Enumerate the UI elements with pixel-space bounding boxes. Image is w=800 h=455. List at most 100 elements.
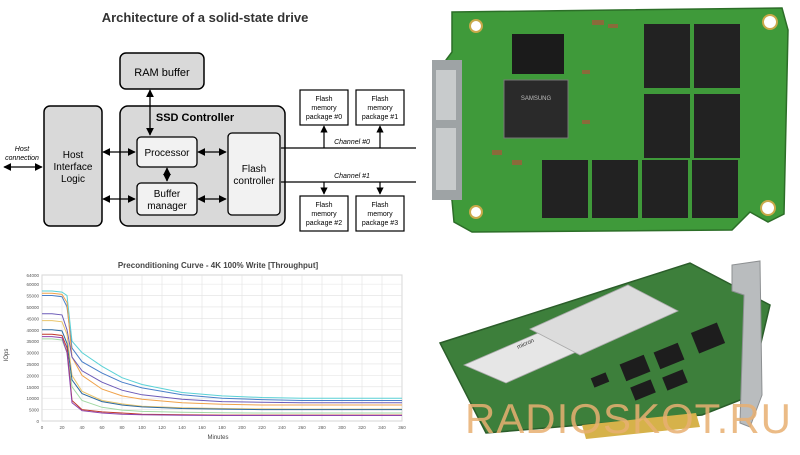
flash-controller-label-2: controller [233, 176, 275, 187]
flash-package-1-line2: memory [367, 105, 393, 112]
flash-package-3-line2: memory [367, 211, 393, 218]
flash-package-2-line2: memory [311, 211, 337, 218]
chart-y-tick-label: 20000 [26, 373, 39, 378]
card-chips [590, 322, 726, 401]
ssd-board-svg: SAMSUNG [432, 0, 800, 248]
host-interface-label-3: Logic [61, 174, 85, 185]
chart-y-tick-label: 15000 [26, 385, 39, 390]
diagram-title: Architecture of a solid-state drive [102, 10, 309, 25]
preconditioning-chart: Preconditioning Curve - 4K 100% Write [T… [0, 255, 420, 455]
chart-series-line-5 [42, 329, 402, 411]
pcie-card-svg: micron [432, 255, 800, 455]
chart-x-tick-label: 360 [398, 425, 406, 430]
chart-x-tick-label: 180 [218, 425, 226, 430]
buffer-manager-label-1: Buffer [154, 189, 181, 200]
site-watermark: RADIOSKOT.RU [464, 395, 792, 442]
chart-x-tick-label: 240 [278, 425, 286, 430]
sata-connector [432, 60, 462, 200]
chart-x-tick-label: 200 [238, 425, 246, 430]
chart-y-axis-label: IOps [4, 349, 10, 362]
host-interface-label-2: Interface [54, 162, 93, 173]
nand-chip [694, 94, 740, 158]
flash-controller-label-1: Flash [242, 164, 266, 175]
chart-x-tick-label: 60 [99, 425, 105, 430]
nand-chip [592, 160, 638, 218]
host-interface-box [43, 105, 103, 227]
chart-x-tick-label: 340 [378, 425, 386, 430]
flash-package-3-box [355, 195, 405, 232]
ssd-architecture-diagram: Architecture of a solid-state drive RAM … [0, 0, 420, 248]
chart-y-tick-label: 64000 [26, 273, 39, 278]
chart-series-line-2 [42, 292, 402, 406]
mount-hole-bottom-left [469, 205, 483, 219]
chart-y-tick-label: 5000 [29, 408, 40, 413]
chart-x-tick-label: 100 [138, 425, 146, 430]
chart-y-tick-label: 50000 [26, 305, 39, 310]
flash-package-2-line3: package #2 [306, 220, 342, 227]
controller-chip-brand: SAMSUNG [521, 96, 552, 102]
chart-series-line-3 [42, 313, 402, 404]
nand-chip-grid [542, 24, 740, 218]
small-components [492, 20, 618, 165]
chart-title: Preconditioning Curve - 4K 100% Write [T… [118, 261, 319, 270]
chart-x-tick-label: 320 [358, 425, 366, 430]
chart-y-tick-label: 10000 [26, 396, 39, 401]
flash-package-0-box [299, 89, 349, 126]
pcie-edge-connector [582, 413, 700, 439]
chart-x-axis-label: Minutes [207, 435, 228, 441]
flash-package-0-line1: Flash [315, 96, 332, 103]
nand-chip [644, 24, 690, 88]
processor-label: Processor [144, 148, 190, 159]
mount-hole-bottom-right [760, 200, 776, 216]
ssd-controller-title: SSD Controller [156, 112, 235, 124]
pcie-card-photo: micron [432, 255, 800, 455]
chart-x-tick-label: 120 [158, 425, 166, 430]
flash-package-0-line2: memory [311, 105, 337, 112]
flash-package-3-line1: Flash [371, 202, 388, 209]
chart-series-line-0 [42, 290, 402, 399]
chart-x-tick-label: 220 [258, 425, 266, 430]
chart-series-line-8 [42, 336, 402, 416]
flash-package-2-box [299, 195, 349, 232]
chart-svg: Preconditioning Curve - 4K 100% Write [T… [4, 261, 406, 441]
chart-series-line-4 [42, 320, 402, 410]
host-interface-label-1: Host [63, 150, 84, 161]
nand-chip [644, 94, 690, 158]
ram-buffer-box [119, 52, 205, 90]
chart-x-tick-label: 260 [298, 425, 306, 430]
chart-x-tick-label: 160 [198, 425, 206, 430]
ssd-board-photo: SAMSUNG [432, 0, 800, 248]
flash-package-1-box [355, 89, 405, 126]
diagram-svg: Architecture of a solid-state drive RAM … [3, 10, 416, 232]
flash-package-1-line3: package #1 [362, 114, 398, 121]
chart-y-tick-label: 40000 [26, 328, 39, 333]
chart-y-tick-label: 60000 [26, 282, 39, 287]
channel-1-label: Channel #1 [334, 173, 370, 180]
chart-x-tick-label: 40 [79, 425, 85, 430]
chart-x-tick-label: 140 [178, 425, 186, 430]
nand-chip [694, 24, 740, 88]
host-connection-label-2: connection [5, 155, 39, 162]
metal-bracket [731, 260, 763, 428]
nand-chip [692, 160, 738, 218]
flash-package-1-line1: Flash [371, 96, 388, 103]
dram-chip [512, 34, 564, 74]
main-label-sticker [529, 284, 679, 356]
chart-y-tick-label: 45000 [26, 316, 39, 321]
chart-x-tick-label: 20 [59, 425, 65, 430]
chart-y-tick-label: 0 [36, 419, 39, 424]
host-connection-label-1: Host [15, 146, 30, 153]
chart-y-tick-label: 30000 [26, 351, 39, 356]
chart-x-tick-label: 80 [119, 425, 125, 430]
chart-y-tick-label: 25000 [26, 362, 39, 367]
buffer-manager-box [136, 182, 198, 216]
flash-package-3-line3: package #3 [362, 220, 398, 227]
flash-controller-box [227, 132, 281, 216]
nand-chip [542, 160, 588, 218]
controller-chip: SAMSUNG [503, 79, 569, 139]
channel-0-label: Channel #0 [334, 139, 370, 146]
chart-x-tick-label: 280 [318, 425, 326, 430]
chart-series-line-1 [42, 295, 402, 401]
mount-hole-top-left [469, 19, 483, 33]
chart-x-tick-label: 0 [41, 425, 44, 430]
